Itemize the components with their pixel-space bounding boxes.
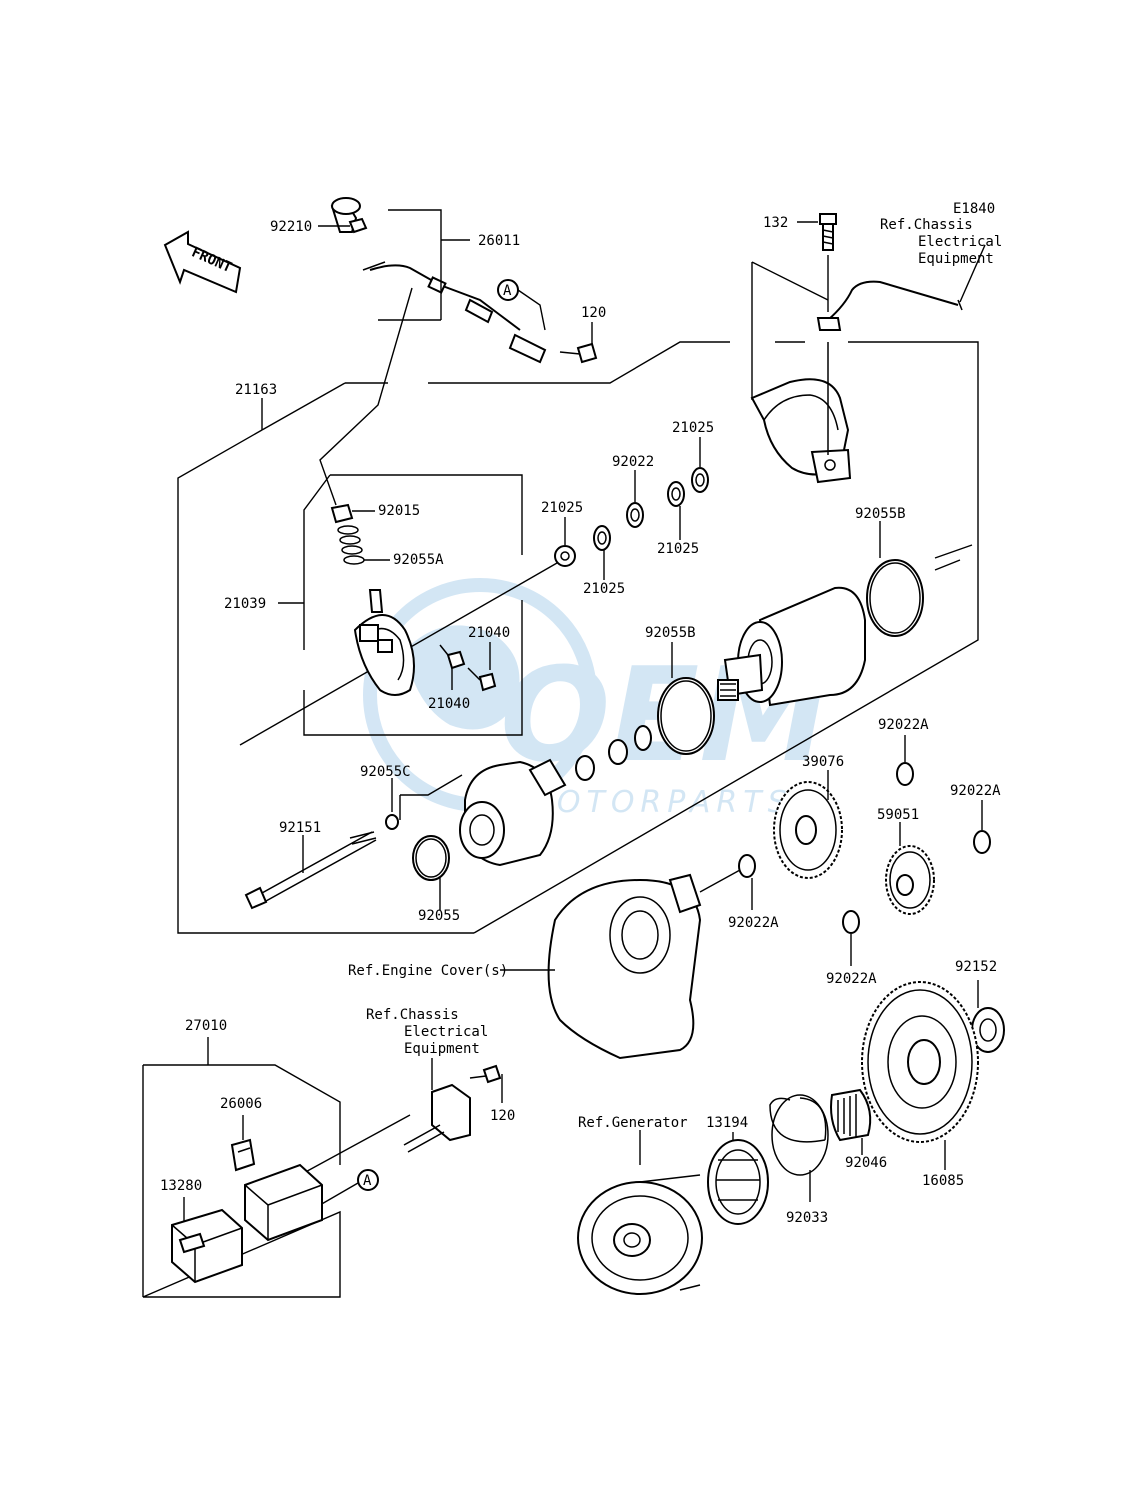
brush-21040-a bbox=[439, 644, 466, 670]
washer-front-c bbox=[575, 755, 595, 781]
label-92015: 92015 bbox=[378, 503, 420, 519]
label-92022A-c: 92022A bbox=[728, 915, 779, 931]
label-21040-b: 21040 bbox=[428, 696, 470, 712]
label-59051: 59051 bbox=[877, 807, 919, 823]
label-92152: 92152 bbox=[955, 959, 997, 975]
bolt-120-bottom bbox=[469, 1064, 502, 1084]
washer-92022A-c bbox=[738, 854, 756, 878]
engine-cover bbox=[547, 873, 702, 1060]
ref-chassis-top-line3: Equipment bbox=[918, 251, 994, 267]
o-ring-92055B-front bbox=[657, 677, 715, 755]
washer-front-b bbox=[608, 739, 628, 765]
label-92046: 92046 bbox=[845, 1155, 887, 1171]
front-direction-icon: FRONT bbox=[163, 230, 242, 294]
label-132: 132 bbox=[763, 215, 788, 231]
gear-59051 bbox=[885, 845, 935, 915]
washer-21025-b bbox=[667, 481, 685, 507]
bolt-132 bbox=[819, 213, 837, 251]
label-26006: 26006 bbox=[220, 1096, 262, 1112]
brush-plate bbox=[353, 589, 415, 696]
idler-gear-39076 bbox=[773, 781, 843, 879]
starter-clutch-gear-16085 bbox=[861, 981, 979, 1143]
label-92055: 92055 bbox=[418, 908, 460, 924]
nut-92015 bbox=[330, 503, 354, 524]
o-ring-92055 bbox=[412, 835, 450, 881]
label-21163: 21163 bbox=[235, 382, 277, 398]
washer-92152 bbox=[971, 1007, 1005, 1053]
label-92055B-rear: 92055B bbox=[855, 506, 906, 522]
ref-chassis-bot-line1: Ref.Chassis bbox=[366, 1007, 459, 1023]
nut-92210 bbox=[348, 217, 368, 234]
label-92055A: 92055A bbox=[393, 552, 444, 568]
ref-chassis-top-line2: Electrical bbox=[918, 234, 1002, 250]
springs-92055A bbox=[337, 525, 365, 565]
label-21039: 21039 bbox=[224, 596, 266, 612]
ref-engine-cover: Ref.Engine Cover(s) bbox=[348, 963, 508, 979]
label-120-bottom: 120 bbox=[490, 1108, 515, 1124]
label-16085: 16085 bbox=[922, 1173, 964, 1189]
needle-bearing-92046 bbox=[830, 1088, 872, 1142]
washer-92022A-a bbox=[896, 762, 914, 786]
o-ring-92055B-rear bbox=[866, 559, 924, 637]
ground-cable bbox=[816, 280, 963, 331]
washer-92022A-d bbox=[842, 910, 860, 934]
label-26011: 26011 bbox=[478, 233, 520, 249]
brush-21040-b bbox=[467, 667, 497, 692]
label-92151: 92151 bbox=[279, 820, 321, 836]
bolt-92151 bbox=[244, 831, 377, 910]
o-ring-92055C bbox=[385, 814, 399, 830]
label-21040-a: 21040 bbox=[468, 625, 510, 641]
label-92022: 92022 bbox=[612, 454, 654, 470]
ref-chassis-top-line1: Ref.Chassis bbox=[880, 217, 973, 233]
ref-chassis-bot-line2: Electrical bbox=[404, 1024, 488, 1040]
relay-connector-bracket bbox=[403, 1083, 471, 1153]
label-e1840: E1840 bbox=[953, 201, 995, 217]
relay-cover-13280 bbox=[171, 1208, 243, 1284]
snap-ring-92033 bbox=[769, 1094, 829, 1176]
washer-92022A-b bbox=[973, 830, 991, 854]
label-120-top: 120 bbox=[581, 305, 606, 321]
svg-text:A: A bbox=[503, 283, 512, 299]
generator-rotor bbox=[577, 1174, 703, 1295]
label-92022A-d: 92022A bbox=[826, 971, 877, 987]
washer-front-a bbox=[634, 725, 652, 751]
label-92055C: 92055C bbox=[360, 764, 411, 780]
label-92055B-front: 92055B bbox=[645, 625, 696, 641]
watermark-subtitle: MOTORPARTS bbox=[525, 785, 793, 820]
callout-a-bottom: A bbox=[357, 1169, 379, 1191]
bolt-120-top bbox=[559, 342, 598, 364]
label-21025-d: 21025 bbox=[541, 500, 583, 516]
label-39076: 39076 bbox=[802, 754, 844, 770]
label-21025-b: 21025 bbox=[657, 541, 699, 557]
label-13194: 13194 bbox=[706, 1115, 748, 1131]
label-92033: 92033 bbox=[786, 1210, 828, 1226]
label-13280: 13280 bbox=[160, 1178, 202, 1194]
washer-21025-a bbox=[691, 467, 709, 493]
starter-motor-housing bbox=[717, 586, 866, 707]
ref-generator: Ref.Generator bbox=[578, 1115, 688, 1131]
label-92022A-a: 92022A bbox=[878, 717, 929, 733]
label-92210: 92210 bbox=[270, 219, 312, 235]
washer-92022 bbox=[626, 502, 644, 528]
washer-21025-c bbox=[593, 525, 611, 551]
callout-a-top: A bbox=[497, 279, 519, 301]
label-21025-a: 21025 bbox=[672, 420, 714, 436]
label-21025-c: 21025 bbox=[583, 581, 625, 597]
starter-relay bbox=[244, 1163, 323, 1242]
one-way-clutch-13194 bbox=[707, 1139, 769, 1225]
svg-text:A: A bbox=[363, 1173, 372, 1189]
washer-21025-d bbox=[554, 545, 576, 567]
label-27010: 27010 bbox=[185, 1018, 227, 1034]
ref-chassis-bot-line3: Equipment bbox=[404, 1041, 480, 1057]
starter-front-cover bbox=[459, 758, 567, 867]
label-92022A-b: 92022A bbox=[950, 783, 1001, 799]
starter-rear-cover bbox=[750, 342, 852, 484]
fuse-26006 bbox=[230, 1138, 256, 1172]
